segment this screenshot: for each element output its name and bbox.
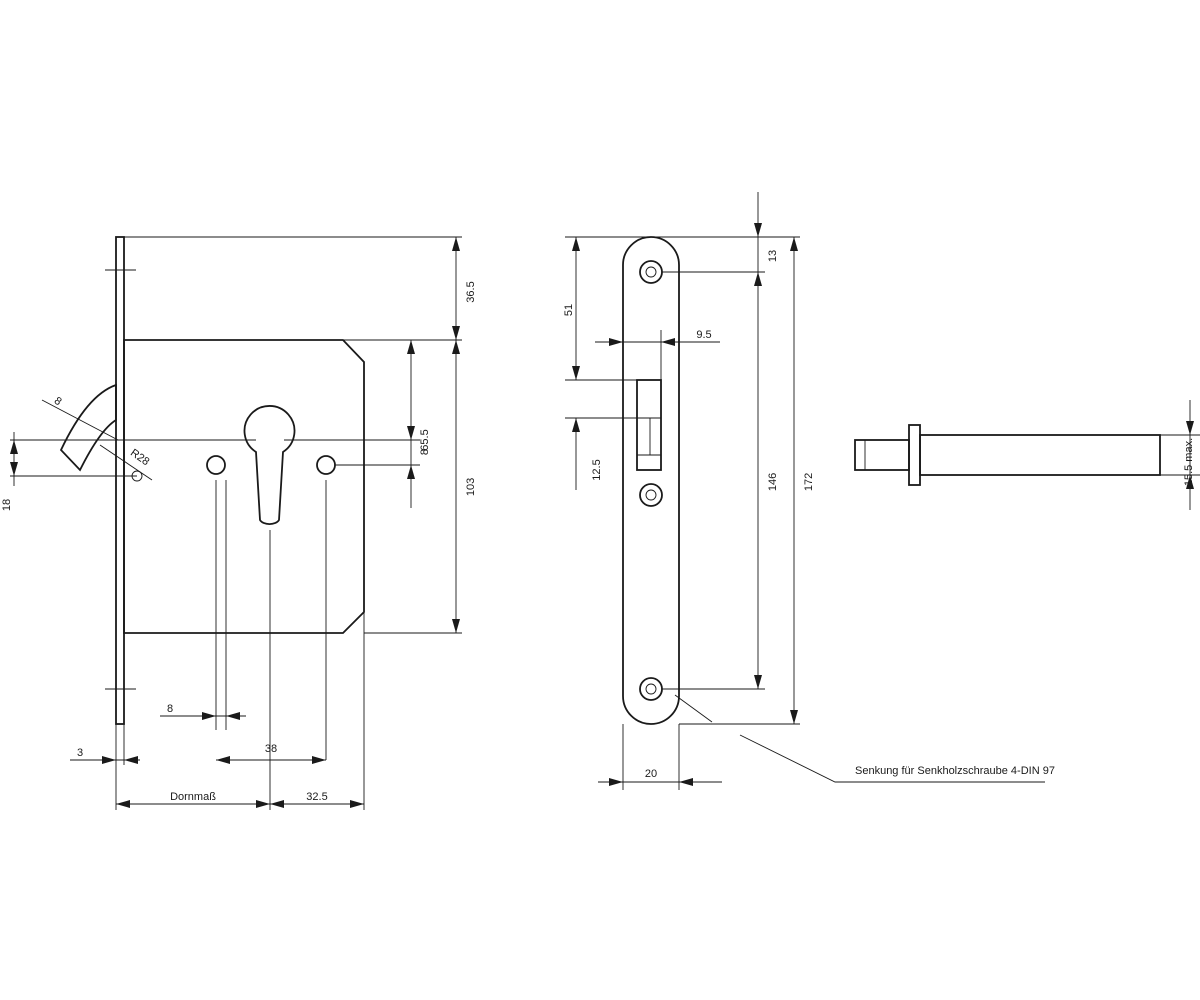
dim-172: 172 — [803, 473, 815, 491]
spindle-shaft — [919, 434, 1161, 476]
hook-bolt-slot — [636, 379, 662, 471]
spindle-dimensions — [1160, 400, 1200, 510]
dim-103: 103 — [465, 478, 477, 496]
dim-15-5-max: 15.5 max. — [1183, 438, 1195, 486]
dim-8-vertical: 8 — [419, 449, 431, 455]
dim-65-5: 65.5 — [419, 429, 431, 450]
dim-32-5: 32.5 — [306, 791, 327, 803]
follower-hole-right — [316, 455, 336, 475]
faceplate-side — [115, 236, 125, 725]
dim-38: 38 — [265, 743, 277, 755]
lock-front-dimensions — [10, 236, 462, 810]
dim-36-5: 36.5 — [465, 281, 477, 302]
screw-hole-middle-outer — [639, 483, 663, 507]
dim-12-5: 12.5 — [591, 459, 603, 480]
lock-case — [123, 339, 365, 634]
dim-3: 3 — [77, 747, 83, 759]
dim-146: 146 — [767, 473, 779, 491]
screw-hole-top-inner — [645, 266, 657, 278]
dim-8-horizontal: 8 — [167, 703, 173, 715]
screw-hole-bottom-outer — [639, 677, 663, 701]
faceplate — [622, 236, 680, 725]
dim-51: 51 — [563, 304, 575, 316]
faceplate-front-view — [622, 236, 680, 725]
follower-hole-left — [206, 455, 226, 475]
dim-dornmass: Dornmaß — [170, 791, 216, 803]
spindle-pin — [854, 439, 910, 471]
countersink-note: Senkung für Senkholzschraube 4-DIN 97 — [855, 765, 1055, 777]
screw-hole-bottom-inner — [645, 683, 657, 695]
spindle-side-view — [854, 424, 1161, 486]
dim-angle-8: 8 — [52, 395, 64, 408]
spindle-collar — [908, 424, 921, 486]
lock-front-view — [59, 236, 365, 725]
dim-18: 18 — [1, 499, 13, 511]
screw-hole-middle-inner — [645, 489, 657, 501]
dim-20: 20 — [645, 768, 657, 780]
dim-13: 13 — [767, 250, 779, 262]
screw-hole-top-outer — [639, 260, 663, 284]
faceplate-dimensions — [565, 192, 1045, 790]
dim-radius-r28: R28 — [128, 447, 151, 468]
dim-9-5: 9.5 — [696, 329, 711, 341]
hook-bolt — [59, 383, 117, 472]
cylinder-keyhole — [243, 405, 296, 526]
